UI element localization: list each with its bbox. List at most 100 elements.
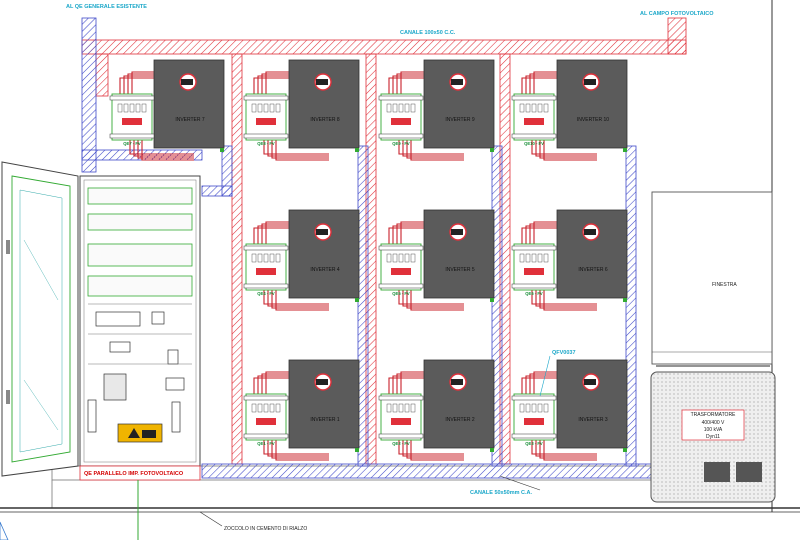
breaker-rail-4	[87, 275, 193, 297]
dc-cable	[261, 223, 289, 245]
fuse-holder	[537, 253, 543, 263]
dc-cable	[392, 225, 424, 245]
ac-cable	[543, 440, 597, 461]
fuse-holder	[519, 103, 525, 113]
dc-cable	[400, 371, 424, 395]
label-parallel-switchboard: QE PARALLELO IMP. FOTOVOLTAICO	[84, 471, 184, 477]
inverter-label: INVERTER 9	[445, 117, 475, 123]
parallel-switchboard	[79, 175, 201, 481]
ground-terminal-icon	[623, 148, 627, 152]
dc-cable	[533, 71, 557, 95]
dc-cable	[388, 77, 424, 95]
ac-cable	[531, 290, 597, 305]
dc-cable	[396, 373, 424, 395]
ground-terminal-icon	[623, 298, 627, 302]
inverter-display-screen	[451, 229, 463, 235]
main-breaker	[103, 373, 127, 401]
dc-cable	[396, 73, 424, 95]
ac-cable	[402, 440, 464, 457]
fuse-holder	[257, 103, 263, 113]
transformer-nameplate	[681, 409, 745, 441]
inverter-body	[288, 359, 360, 449]
ac-cable	[263, 140, 329, 155]
dc-cable	[533, 221, 557, 245]
ac-cable	[129, 140, 194, 155]
dc-cable	[521, 377, 557, 395]
string-box	[245, 243, 287, 291]
inverter-label: INVERTER 2	[445, 417, 475, 423]
inverter-unit: INVERTER 1 QE1 - FV	[243, 359, 360, 461]
fuse-holder	[263, 103, 269, 113]
fuse-holder	[275, 403, 281, 413]
fuse-holder	[519, 253, 525, 263]
string-box-label: QE8 - FV	[257, 141, 275, 146]
string-box	[111, 93, 153, 141]
dc-cable	[392, 75, 424, 95]
ac-cable	[543, 290, 597, 311]
dc-cable	[400, 221, 424, 245]
ac-cable	[402, 290, 464, 307]
ac-cable	[398, 440, 464, 455]
isolator-switch	[256, 268, 276, 275]
ac-cable	[531, 440, 597, 455]
ac-cable	[267, 290, 329, 307]
fuse-holder	[251, 103, 257, 113]
ac-cable	[539, 440, 597, 459]
panel-door	[1, 161, 79, 477]
meter	[109, 341, 131, 353]
ac-cable	[406, 440, 464, 459]
dc-cable	[253, 77, 289, 95]
inverter-label: INVERTER 4	[310, 267, 340, 273]
inverter-display-screen	[584, 379, 596, 385]
fuse-holder	[398, 403, 404, 413]
ac-cable	[398, 140, 464, 155]
isolator-switch	[391, 418, 411, 425]
meter-row	[95, 311, 141, 327]
ac-cable	[275, 140, 329, 161]
inverter-display-screen	[451, 379, 463, 385]
dc-cable	[265, 221, 289, 245]
string-box-label: QE4 - FV	[257, 291, 275, 296]
fuse-holder	[398, 253, 404, 263]
ac-cable	[406, 290, 464, 309]
ac-cable	[275, 440, 329, 461]
label-pv-field: AL CAMPO FOTOVOLTAICO	[640, 11, 714, 17]
fuse-holder	[543, 103, 549, 113]
ac-cable	[267, 140, 329, 157]
inverter-label: INVERTER 1	[310, 417, 340, 423]
string-box	[245, 93, 287, 141]
dc-cable	[119, 77, 154, 95]
relay	[165, 377, 185, 391]
label-window: FINESTRA	[712, 282, 737, 288]
string-box	[513, 93, 555, 141]
ac-cable	[402, 140, 464, 157]
string-box-label: QE5 - FV	[392, 291, 410, 296]
fuse-holder	[404, 103, 410, 113]
dc-cable	[525, 375, 557, 395]
inverter-display-screen	[181, 79, 193, 85]
dc-cable	[396, 223, 424, 245]
fuse-holder	[251, 253, 257, 263]
fuse-holder	[525, 253, 531, 263]
transformer	[650, 365, 776, 503]
dc-cable-duct	[81, 17, 687, 465]
ground-terminal-icon	[355, 448, 359, 452]
inverter-display-screen	[451, 79, 463, 85]
ac-cable	[539, 290, 597, 309]
fuse-holder	[525, 403, 531, 413]
inverter-display-screen	[584, 229, 596, 235]
inverter-body	[423, 59, 495, 149]
dc-cable	[529, 223, 557, 245]
breaker-rail-2	[87, 213, 193, 231]
string-box-label: QE1 - FV	[257, 441, 275, 446]
string-box	[380, 243, 422, 291]
dc-cable	[253, 377, 289, 395]
dc-cable	[533, 371, 557, 395]
string-box	[513, 243, 555, 291]
